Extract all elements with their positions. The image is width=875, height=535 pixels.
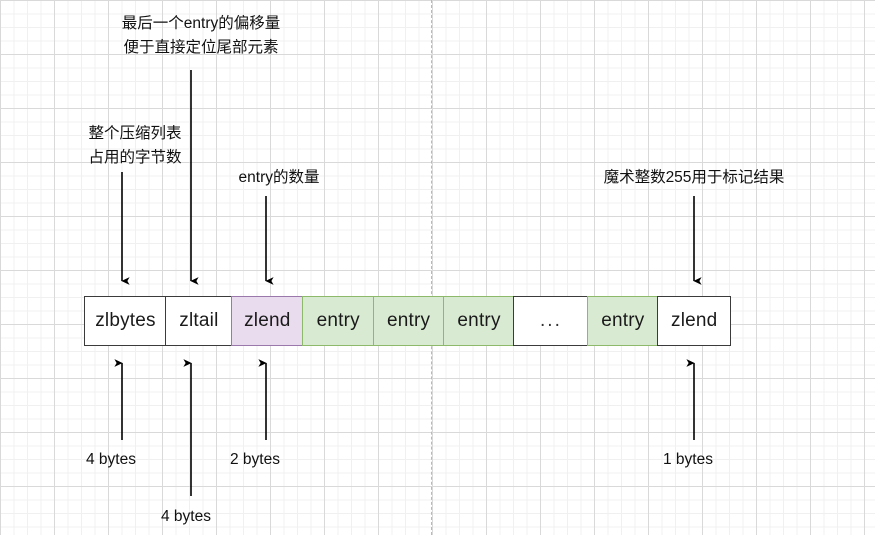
annotation-zlen-line-1: entry的数量	[238, 169, 320, 186]
cell-zlen[interactable]: zlend	[230, 296, 304, 346]
cell-zlen-label: zlend	[244, 310, 291, 331]
cell-entry-1-label: entry	[316, 310, 360, 331]
cell-zlbytes[interactable]: zlbytes	[84, 296, 167, 346]
annotation-zlend-note: 魔术整数255用于标记结果	[578, 166, 810, 190]
ziplist-strip: zlbytes zltail zlend entry entry entry .…	[84, 296, 732, 346]
cell-entry-1[interactable]: entry	[302, 296, 375, 346]
annotation-zlend-line-1: 魔术整数255用于标记结果	[603, 169, 785, 186]
cell-zltail-label: zltail	[179, 310, 219, 331]
cell-entry-3[interactable]: entry	[443, 296, 516, 346]
label-zlbytes-size: 4 bytes	[86, 451, 136, 468]
cell-entry-2[interactable]: entry	[372, 296, 445, 346]
cell-entry-2-label: entry	[387, 310, 431, 331]
cell-zlend-label: zlend	[671, 310, 718, 331]
annotation-zlbytes-line-2: 占用的字节数	[88, 149, 182, 167]
label-zltail-size: 4 bytes	[161, 508, 211, 525]
cell-entry-n[interactable]: entry	[586, 296, 659, 346]
cell-zltail[interactable]: zltail	[165, 296, 233, 346]
cell-ellipsis[interactable]: ...	[513, 296, 589, 346]
cell-entry-n-label: entry	[601, 310, 645, 331]
label-zlend-size: 1 bytes	[663, 451, 713, 468]
annotation-zlbytes-note: 整个压缩列表 占用的字节数	[62, 122, 208, 170]
cell-zlend[interactable]: zlend	[657, 296, 732, 346]
cell-ellipsis-label: ...	[540, 310, 562, 331]
cell-entry-3-label: entry	[457, 310, 501, 331]
cell-zlbytes-label: zlbytes	[95, 310, 156, 331]
annotation-zlbytes-line-1: 整个压缩列表	[88, 125, 182, 142]
page-fold-guide	[431, 0, 432, 535]
annotation-zltail-note: 最后一个entry的偏移量 便于直接定位尾部元素	[96, 12, 306, 60]
label-zlen-size: 2 bytes	[230, 451, 280, 468]
annotation-zltail-line-2: 便于直接定位尾部元素	[123, 39, 279, 57]
annotation-zltail-line-1: 最后一个entry的偏移量	[121, 15, 281, 32]
annotation-zlen-note: entry的数量	[219, 166, 339, 190]
